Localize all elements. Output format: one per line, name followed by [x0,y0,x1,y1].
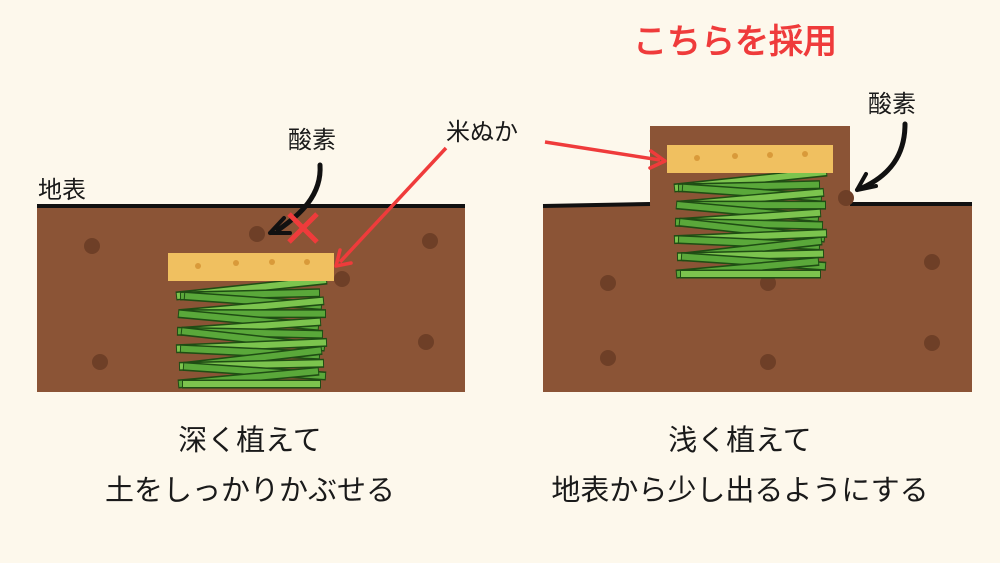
soil-dot [249,226,265,242]
right-oxygen-arrowhead [855,172,878,192]
soil-dot [924,335,940,351]
rice-bran-arrow-right [544,140,661,162]
bran-dot [269,259,275,265]
rice-bran-arrowhead-left [334,248,353,268]
left-caption: 深く植えて 土をしっかりかぶせる [30,415,470,515]
soil-dot [334,271,350,287]
bran-dot [304,259,310,265]
left-caption-line1: 深く植えて [178,423,322,457]
bran-dot [732,153,738,159]
bran-dot [233,260,239,266]
right-surface-line-left [542,202,651,208]
soil-dot [760,275,776,291]
left-soil-section [37,162,465,392]
rice-bran-label: 米ぬか [446,118,518,146]
right-oxygen-arrow [859,121,908,191]
left-oxygen-arrow [275,162,323,233]
soil-dot [422,233,438,249]
left-rice-bran-dots [195,259,310,269]
bran-dot [767,152,773,158]
right-rice-bran-dots [694,151,808,161]
left-oxygen-arrowhead [268,216,292,235]
surface-label: 地表 [38,176,86,204]
soil-dot [600,350,616,366]
right-caption-line2: 地表から少し出るようにする [551,473,929,507]
bran-dot [694,155,700,161]
rice-bran-arrow-left [338,146,448,264]
left-soil-dots [84,226,438,370]
right-caption: 浅く植えて 地表から少し出るようにする [520,415,960,515]
adopted-title: こちらを採用 [633,22,837,62]
soil-dot [418,334,434,350]
right-soil-section [542,121,972,392]
rice-bran-pointers [334,140,667,268]
oxygen-label-left: 酸素 [288,126,336,154]
right-caption-line1: 浅く植えて [668,423,812,457]
bran-dot [195,263,201,269]
right-rice-bran-layer [667,145,833,173]
blocked-x-icon [287,212,319,244]
left-caption-line2: 土をしっかりかぶせる [104,473,395,507]
left-rice-bran-layer [168,253,334,281]
left-scallion-bundle [175,275,328,389]
soil-dot [600,275,616,291]
soil-dot [760,354,776,370]
rice-bran-arrowhead-right [648,149,667,170]
right-soil-dots [600,190,940,370]
soil-dot [838,190,854,206]
bran-dot [802,151,808,157]
soil-dot [84,238,100,254]
oxygen-label-right: 酸素 [868,90,916,118]
soil-dot [924,254,940,270]
right-scallion-bundle [673,167,828,279]
soil-dot [92,354,108,370]
